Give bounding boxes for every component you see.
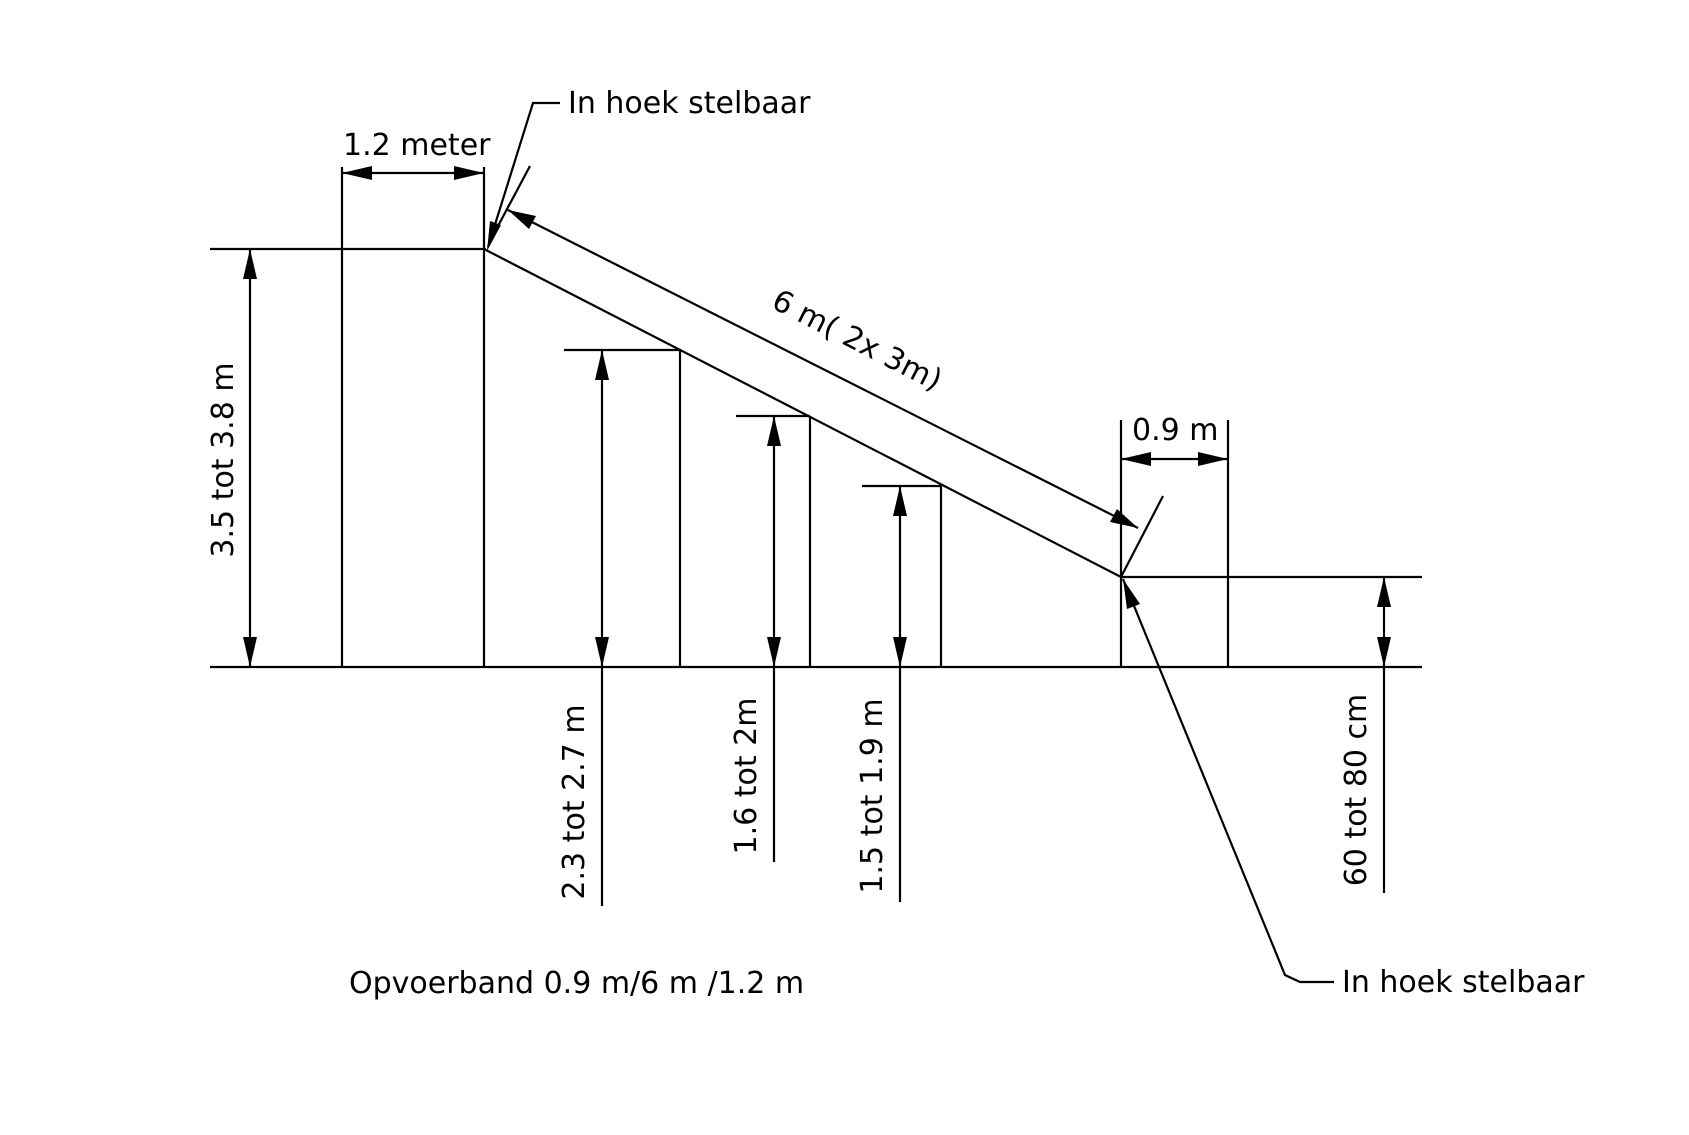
bottom-width-arrow-right [1198,452,1228,466]
support-2-arrow-bottom [767,637,781,667]
inlet-height-arrow-bottom [1377,637,1391,667]
belt-length-arrow-bottom [1110,509,1138,528]
belt-extension-bottom [1120,495,1164,578]
support-3-label: 1.5 tot 1.9 m [855,698,890,893]
belt-length-label: 6 m( 2x 3m) [766,283,947,398]
support-2-label: 1.6 tot 2m [729,698,764,855]
belt-length-dim-line [507,209,1139,529]
top-width-arrow-left [342,166,372,180]
callout-bottom-leader [1121,578,1334,984]
callout-top-leader [486,101,560,248]
total-height-arrow-bottom [243,637,257,667]
support-1-arrow-bottom [595,637,609,667]
belt-length-arrow-top [508,210,536,229]
support-1-label: 2.3 tot 2.7 m [557,704,592,899]
top-width-label: 1.2 meter [343,128,491,163]
belt-line [483,248,1122,578]
callout-bottom-arrow [1123,579,1140,609]
inlet-height-label: 60 tot 80 cm [1339,694,1374,887]
callout-top-arrow [487,221,501,251]
callout-top-label: In hoek stelbaar [568,86,811,121]
inlet-height-arrow-top [1377,577,1391,607]
support-1-arrow-top [595,350,609,380]
bottom-width-label: 0.9 m [1132,413,1218,448]
support-3-arrow-bottom [893,637,907,667]
total-height-label: 3.5 tot 3.8 m [206,362,241,557]
bottom-width-arrow-left [1121,452,1151,466]
caption: Opvoerband 0.9 m/6 m /1.2 m [349,966,804,1001]
total-height-arrow-top [243,249,257,279]
support-2-arrow-top [767,416,781,446]
support-3-arrow-top [893,486,907,516]
callout-bottom-label: In hoek stelbaar [1342,965,1585,1000]
top-width-arrow-right [454,166,484,180]
